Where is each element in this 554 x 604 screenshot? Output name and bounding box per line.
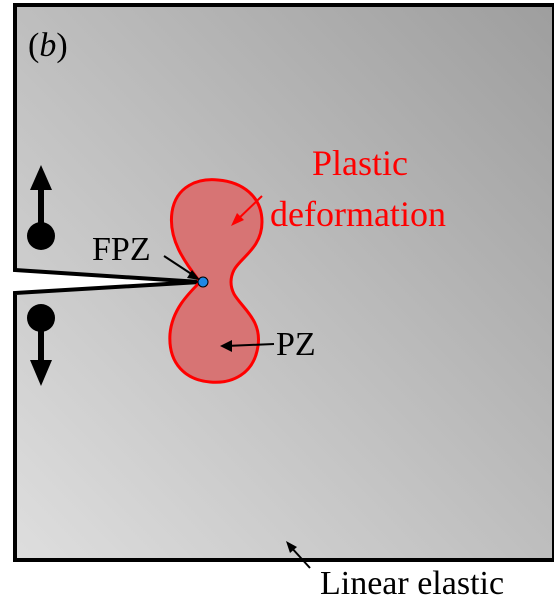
load-arrow-down-icon [27,304,55,386]
plastic-zone [168,178,264,384]
fpz-label: FPZ [92,231,151,268]
fpz-dot [197,276,209,288]
plastic-deformation-label-line2: deformation [270,194,446,234]
specimen-body [13,3,554,562]
linear-elastic-label: Linear elastic [320,565,504,602]
linear-elastic-arrow [286,541,311,569]
pz-arrow [220,340,275,352]
panel-label: (b) [28,27,68,64]
plastic-deformation-label-line1: Plastic [312,143,408,183]
load-arrow-up-icon [27,165,55,250]
plastic-deformation-arrow [231,195,263,226]
pz-label: PZ [276,326,316,363]
fpz-arrow [163,255,200,280]
